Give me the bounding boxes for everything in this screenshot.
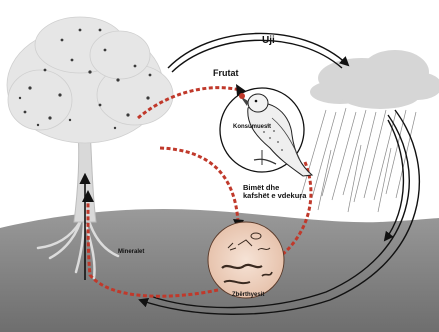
tree <box>7 17 173 222</box>
tree-foliage <box>7 17 173 143</box>
label-dead-matter: Bimët dhe kafshët e vdekura <box>243 184 323 200</box>
label-water: Uji <box>262 36 275 47</box>
label-minerals: Mineralet <box>118 249 144 255</box>
label-dead-matter-line2: kafshët e vdekura <box>243 192 323 200</box>
label-fruits: Frutat <box>213 69 239 78</box>
label-consumers: Konsumuesit <box>233 124 271 130</box>
decomposer-circle <box>208 222 284 298</box>
evaporation-arrow <box>168 33 348 68</box>
consumer-circle <box>220 88 312 176</box>
label-decomposers: Zbërthyesit <box>232 292 264 298</box>
